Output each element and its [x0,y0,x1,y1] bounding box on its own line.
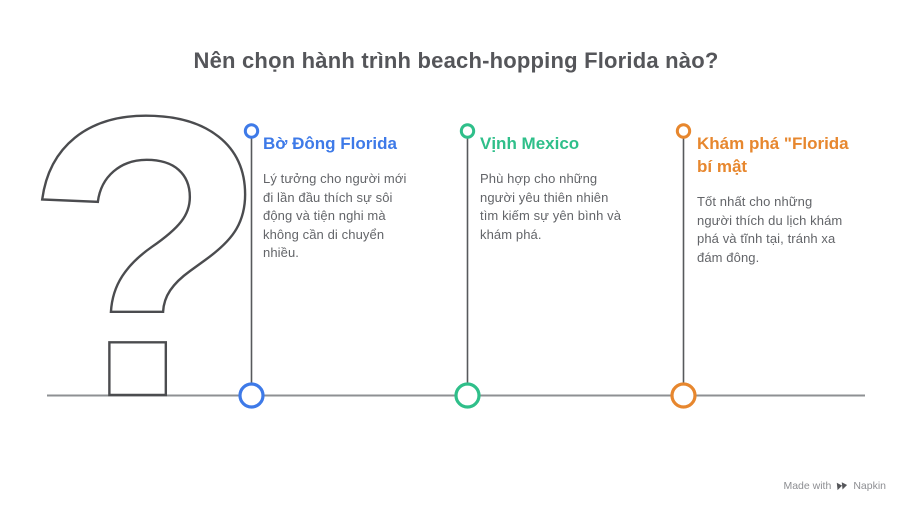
napkin-logo-icon [837,481,848,490]
made-with-label: Made with [783,480,832,492]
page-title: Nên chọn hành trình beach-hopping Florid… [193,48,719,73]
option-description: Lý tưởng cho người mới đi lần đầu thích … [263,171,407,261]
option-heading: Bờ Đông Florida [263,134,397,153]
option-heading: Khám phá "Florida bí mật [697,134,849,176]
option-column-gulf-of-mexico: Vịnh Mexico Phù hợp cho những người yêu … [480,132,660,244]
option-column-east-coast: Bờ Đông Florida Lý tưởng cho người mới đ… [263,132,443,263]
brand-name-label: Napkin [853,480,886,492]
top-marker-circle-2 [459,123,476,139]
option-heading: Vịnh Mexico [480,134,580,153]
option-column-secret-florida: Khám phá "Florida bí mật Tốt nhất cho nh… [697,132,877,267]
timeline-node-circle-3 [670,382,697,409]
question-mark-graphic: ? [24,33,268,480]
option-description: Phù hợp cho những người yêu thiên nhiên … [480,171,622,242]
option-description: Tốt nhất cho những người thích du lịch k… [697,194,843,265]
top-marker-circle-1 [243,123,260,139]
timeline-node-circle-1 [238,382,265,409]
timeline-node-circle-2 [454,382,481,409]
napkin-branding: Made with Napkin [783,479,886,493]
top-marker-circle-3 [675,123,692,139]
